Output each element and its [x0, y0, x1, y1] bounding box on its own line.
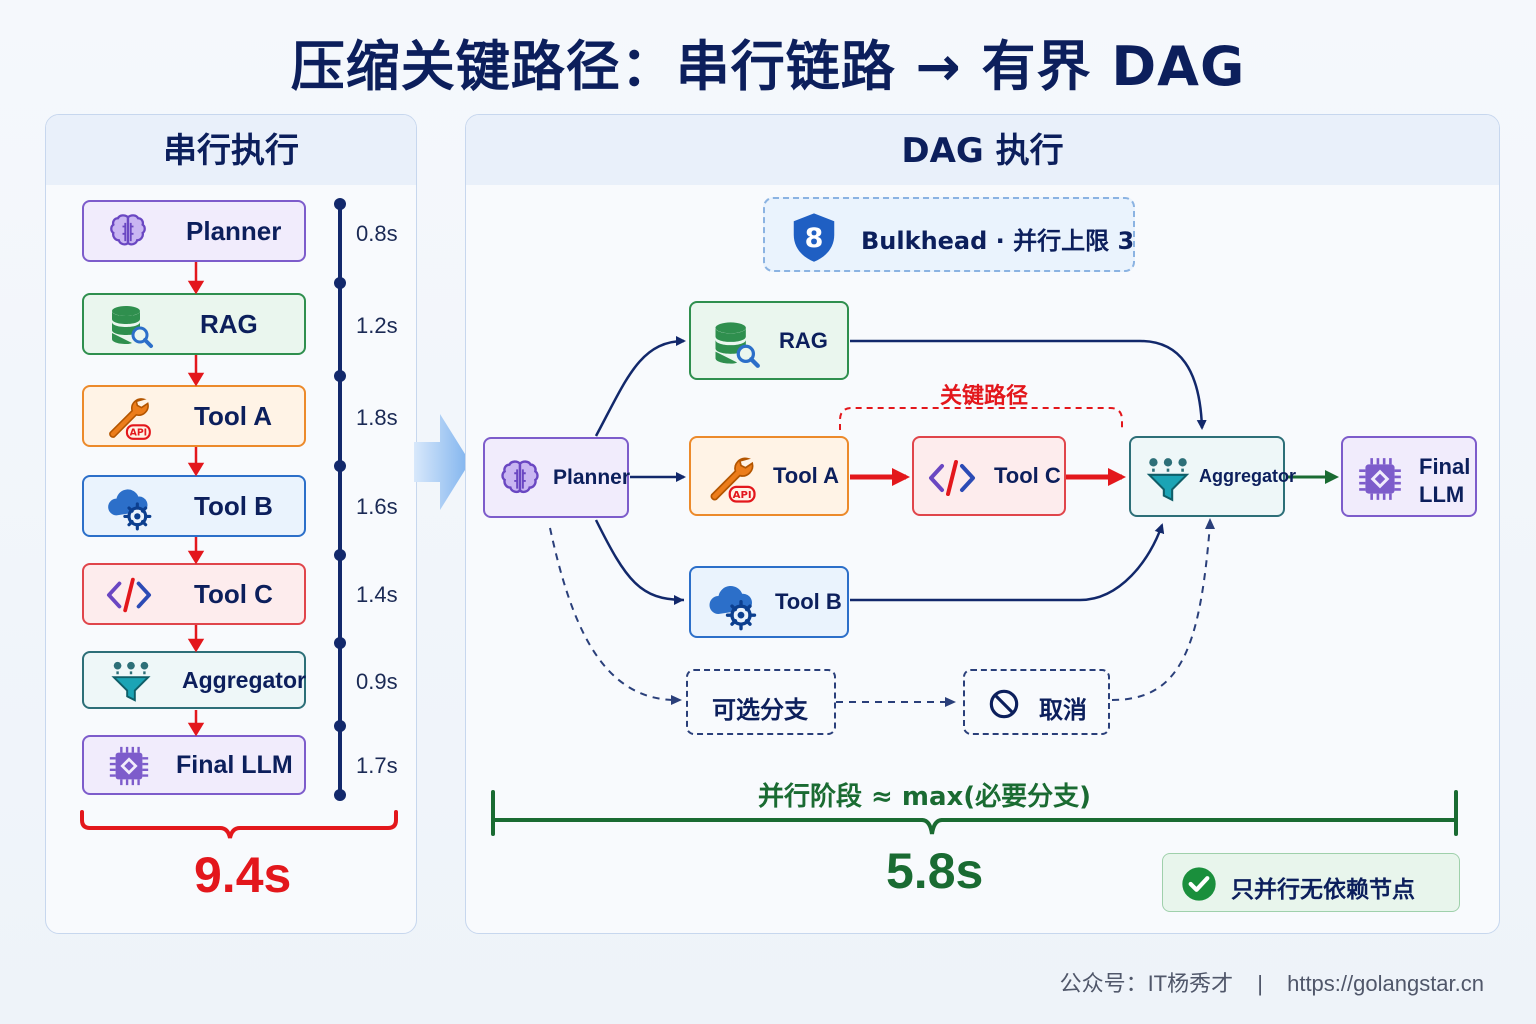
footer-separator: |	[1257, 971, 1263, 996]
step-duration: 1.8s	[356, 405, 398, 430]
serial-node-rag: RAG	[82, 293, 306, 355]
dag-panel-heading: DAG 执行	[466, 115, 1499, 185]
serial-node-label: RAG	[200, 308, 258, 339]
dag-node-aggregator: Aggregator	[1129, 436, 1296, 517]
database-search-icon	[709, 317, 761, 369]
step-duration: 1.7s	[356, 753, 398, 778]
bulkhead-label: Bulkhead · 并行上限 3	[861, 227, 1135, 255]
dag-total-time: 5.8s	[886, 843, 984, 899]
serial-node-label: Planner	[186, 215, 282, 246]
timeline-tick	[334, 370, 346, 382]
dag-node-label: Final	[1419, 454, 1471, 479]
dag-node-label: Tool B	[775, 589, 842, 614]
step-duration: 0.8s	[356, 221, 398, 246]
timeline-tick	[334, 720, 346, 732]
dag-node-label: Aggregator	[1199, 466, 1297, 486]
footer: 公众号：IT杨秀才 | https://golangstar.cn	[1060, 966, 1484, 998]
optional-branch-label: 可选分支	[712, 696, 808, 724]
timeline-tick	[334, 789, 346, 801]
cloud-gear-icon	[705, 578, 759, 632]
serial-node-planner: Planner	[82, 200, 306, 262]
chip-icon	[1355, 454, 1405, 504]
dag-node-label: Planner	[553, 465, 631, 489]
footer-account: 公众号：IT杨秀才	[1059, 971, 1234, 996]
dag-node-label: Tool A	[773, 463, 839, 488]
timeline-tick	[334, 549, 346, 561]
parallel-formula: 并行阶段 ≈ max(必要分支)	[758, 782, 1092, 812]
serial-node-label: Tool A	[194, 400, 272, 431]
note-label: 只并行无依赖节点	[1231, 877, 1415, 903]
wrench-api-icon	[705, 452, 759, 506]
brain-icon	[497, 456, 543, 502]
dag-node-tool-a: Tool A	[689, 436, 849, 516]
step-duration: 1.6s	[356, 494, 398, 519]
serial-node-label: Tool B	[194, 490, 273, 521]
transition-arrow-icon	[414, 414, 470, 510]
timeline-tick	[334, 460, 346, 472]
check-circle-icon	[1179, 864, 1219, 904]
serial-node-label: Aggregator	[182, 666, 306, 693]
dag-node-label: RAG	[779, 327, 828, 353]
step-duration: 0.9s	[356, 669, 398, 694]
serial-panel-heading: 串行执行	[46, 115, 416, 185]
serial-node-label: Final LLM	[176, 750, 293, 779]
dag-node-label: LLM	[1419, 482, 1465, 507]
funnel-icon	[1143, 454, 1193, 504]
serial-node-tool-c: Tool C	[82, 563, 306, 625]
page-title: 压缩关键路径：串行链路 → 有界 DAG	[290, 35, 1246, 98]
ban-icon	[985, 685, 1023, 723]
step-duration: 1.4s	[356, 582, 398, 607]
serial-node-label: Tool C	[194, 578, 273, 609]
serial-node-final-llm: Final LLM	[82, 735, 306, 795]
dag-node-tool-c: Tool C	[912, 436, 1066, 516]
note-badge: 只并行无依赖节点	[1162, 853, 1460, 912]
serial-node-tool-a: Tool A	[82, 385, 306, 447]
timeline-tick	[334, 637, 346, 649]
serial-node-tool-b: Tool B	[82, 475, 306, 537]
cancel-label: 取消	[1039, 696, 1087, 724]
critical-path-bracket	[839, 407, 1123, 430]
footer-url[interactable]: https://golangstar.cn	[1287, 971, 1484, 996]
timeline-axis	[338, 204, 342, 796]
dag-node-tool-b: Tool B	[689, 566, 849, 638]
serial-total-brace	[80, 810, 398, 839]
dag-node-planner: Planner	[483, 437, 631, 518]
optional-branch-box: 可选分支	[686, 669, 836, 735]
critical-path-label: 关键路径	[940, 384, 1029, 409]
code-icon	[926, 454, 978, 502]
bulkhead-badge: Bulkhead · 并行上限 3	[763, 197, 1135, 272]
timeline-tick	[334, 198, 346, 210]
cancel-box: 取消	[963, 669, 1110, 735]
timeline-tick	[334, 277, 346, 289]
serial-node-aggregator: Aggregator	[82, 651, 306, 709]
dag-node-rag: RAG	[689, 301, 849, 380]
dag-node-final-llm: Final LLM	[1341, 436, 1477, 517]
step-duration: 1.2s	[356, 313, 398, 338]
serial-total-time: 9.4s	[194, 847, 292, 903]
dag-node-label: Tool C	[994, 463, 1061, 488]
